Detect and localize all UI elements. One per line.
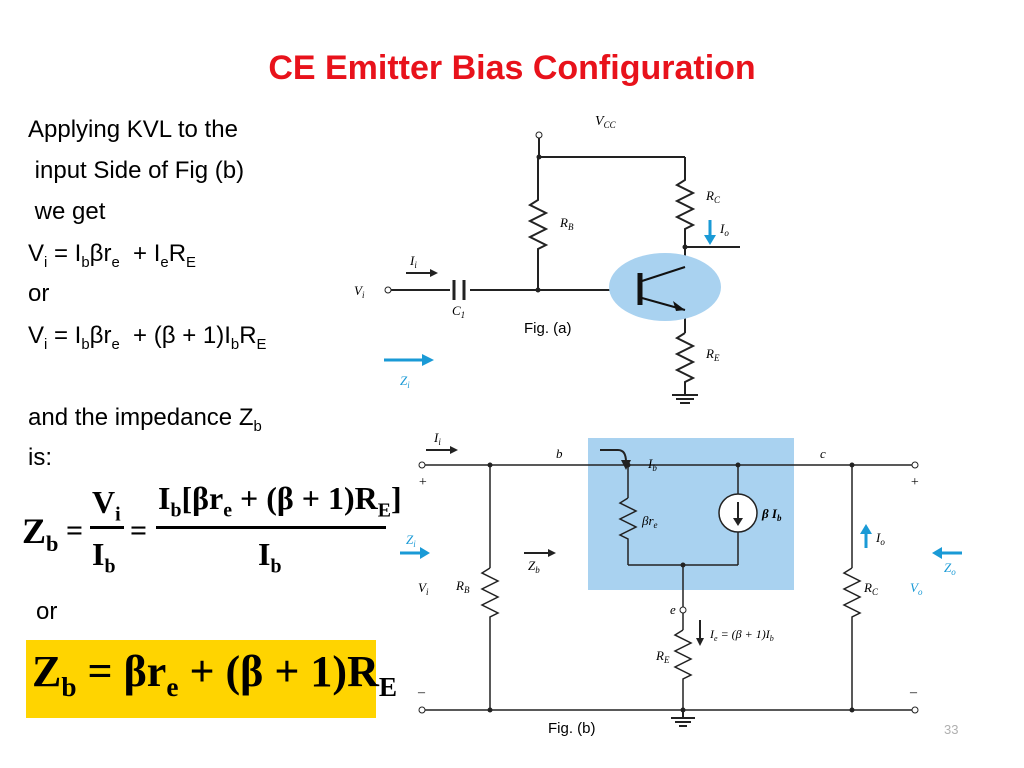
label-rb: RB (559, 215, 574, 232)
label-rc-b: RC (863, 580, 879, 597)
label-ii-a: Ii (409, 253, 417, 270)
minus-right: – (909, 685, 918, 700)
label-b-node: b (556, 446, 563, 461)
label-vo-b: Vo (910, 580, 923, 597)
minus-left: – (417, 685, 426, 700)
label-zi-a: Zi (400, 373, 410, 390)
zb-equals-2: = (130, 514, 148, 547)
kvl-equation-1: Vi = Ibβre + IeRE (28, 240, 196, 271)
text-line-2: input Side of Fig (b) (28, 157, 245, 184)
page-number: 33 (944, 722, 959, 737)
plus-left: + (418, 475, 427, 490)
label-beta-ib: β Ib (761, 506, 782, 523)
ground-b (671, 710, 695, 727)
label-re: RE (705, 346, 720, 363)
zb-num-vi: Vi (92, 484, 121, 526)
label-zi-b: Zi (406, 532, 416, 549)
label-e-node: e (670, 602, 676, 617)
label-vi-b: Vi (418, 580, 429, 597)
text-line-3: we get (28, 198, 106, 225)
label-rc: RC (705, 188, 721, 205)
label-vi-a: Vi (354, 283, 365, 300)
zb-lhs: Zb (22, 511, 59, 557)
rc-resistor-b (842, 567, 862, 710)
caption-fig-b: Fig. (b) (548, 720, 596, 737)
vcc-terminal (535, 131, 543, 139)
zb-den-ib-2: Ib (258, 536, 282, 578)
final-equation: Zb = βre + (β + 1)RE (32, 647, 398, 702)
rb-resistor (527, 157, 549, 290)
label-zo-b: Zo (944, 560, 956, 577)
transistor-shade (609, 253, 721, 321)
is-text: is: (28, 444, 52, 471)
zb-den-ib: Ib (92, 536, 116, 578)
text-line-1: Applying KVL to the (28, 116, 238, 143)
vi-terminal (384, 286, 392, 294)
slide-title: CE Emitter Bias Configuration (268, 49, 756, 87)
kvl-equation-2: Vi = Ibβre + (β + 1)IbRE (28, 322, 267, 353)
zb-equals-1: = (66, 514, 84, 547)
or-text-1: or (28, 280, 50, 307)
bre-resistor (618, 497, 638, 565)
re-resistor-b (673, 629, 693, 710)
label-ib-b: Ib (647, 456, 657, 473)
ib-arrow (600, 449, 627, 463)
or-text-3: or (36, 598, 58, 625)
fraction-bar-2 (156, 526, 386, 529)
re-resistor (674, 332, 696, 395)
figure-a-circuit: VCC RB RC RE C1 C2 Vi Vo Ii Io Zi Zo (354, 114, 740, 404)
ground-a (672, 394, 698, 404)
label-ie-equation: Ie = (β + 1)Ib (709, 627, 774, 643)
rb-resistor-b (480, 567, 500, 710)
figure-b-circuit: Ii b c e Ib βre β Ib Zi Vi RB Zb Io RC V… (400, 430, 962, 727)
fraction-bar-1 (90, 526, 124, 529)
plus-right: + (910, 475, 919, 490)
final-equation-highlight (26, 640, 376, 718)
label-vcc: VCC (595, 114, 617, 130)
label-re-b: RE (655, 648, 670, 665)
label-zb-b: Zb (528, 558, 540, 575)
label-io-b: Io (875, 530, 885, 547)
label-bre: βre (641, 513, 658, 530)
label-io-a: Io (719, 221, 729, 238)
zb-num-expr: Ib[βre + (β + 1)RE] (158, 480, 402, 522)
label-rb-b: RB (455, 578, 470, 595)
label-c1: C1 (452, 303, 465, 320)
caption-fig-a: Fig. (a) (524, 320, 572, 337)
label-c-node: c (820, 446, 826, 461)
impedance-text: and the impedance Zb (28, 404, 262, 435)
label-ii-b: Ii (433, 430, 441, 447)
rc-resistor (674, 157, 696, 247)
